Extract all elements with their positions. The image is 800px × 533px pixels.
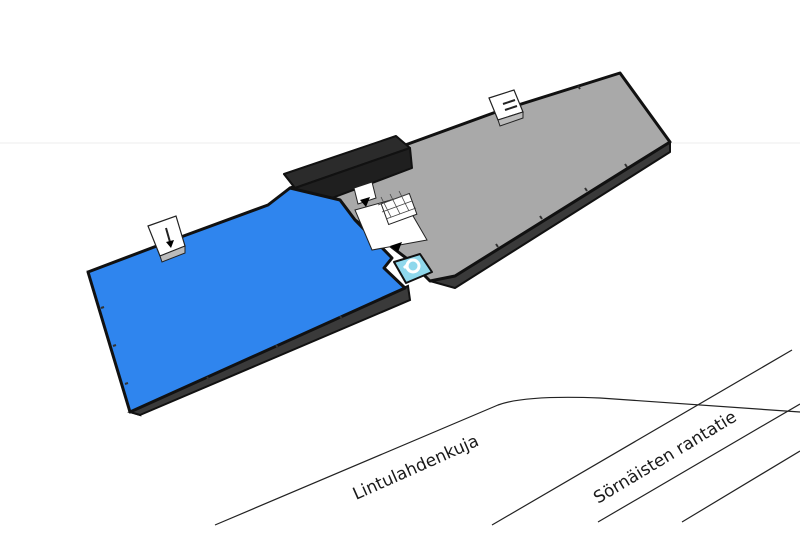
roof-hatch-icon [502,99,516,105]
street-label-sornaisten-rantatie: Sörnäisten rantatie [590,407,740,508]
entrance-arrow-icon [165,227,171,243]
entrance-arrow-lower [390,242,402,252]
entrance-marker-top[interactable] [488,89,524,127]
highlighted-area[interactable] [86,186,407,414]
stairs-icon [377,190,418,226]
street-curb-sornainen-3 [681,450,800,523]
street-curb-sornainen-2 [597,403,800,523]
wall-ticks [100,85,628,385]
street-label-lintulahdenkuja: Lintulahdenkuja [350,431,482,504]
entrance-arrow-upper [353,181,377,207]
street-curb-sornainen-1 [491,349,793,526]
street-lines [214,349,800,526]
elevator-core[interactable] [393,253,433,284]
entrance-marker-left[interactable] [147,215,186,263]
elevator-icon [402,258,421,274]
street-curb-lintulahdenkuja [214,396,800,526]
